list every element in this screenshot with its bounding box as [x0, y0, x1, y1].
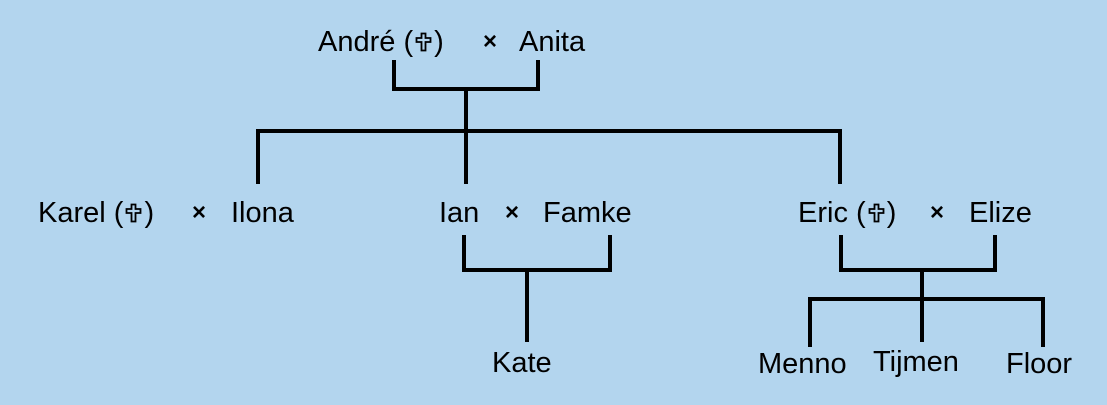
person-menno: Menno — [758, 348, 847, 380]
person-andre: André () — [318, 26, 444, 58]
person-karel: Karel () — [38, 197, 155, 229]
person-name: Eric — [798, 197, 848, 229]
marriage-symbol: × — [505, 199, 520, 226]
latin-cross-outline-icon — [415, 32, 432, 52]
person-name: Karel — [38, 197, 106, 229]
person-anita: Anita — [519, 26, 586, 58]
person-tijmen: Tijmen — [873, 346, 959, 378]
person-name: André — [318, 26, 396, 58]
marriage-symbol: × — [930, 199, 945, 226]
marriage-symbol: × — [483, 28, 498, 55]
person-famke: Famke — [543, 197, 632, 229]
latin-cross-outline-icon — [125, 203, 142, 223]
latin-cross-outline-icon — [868, 203, 885, 223]
person-ilona: Ilona — [231, 197, 294, 229]
person-floor: Floor — [1006, 348, 1073, 380]
person-ian: Ian — [439, 197, 480, 229]
person-elize: Elize — [969, 197, 1032, 229]
person-eric: Eric () — [798, 197, 897, 229]
marriage-symbol: × — [192, 199, 207, 226]
person-kate: Kate — [492, 347, 552, 379]
